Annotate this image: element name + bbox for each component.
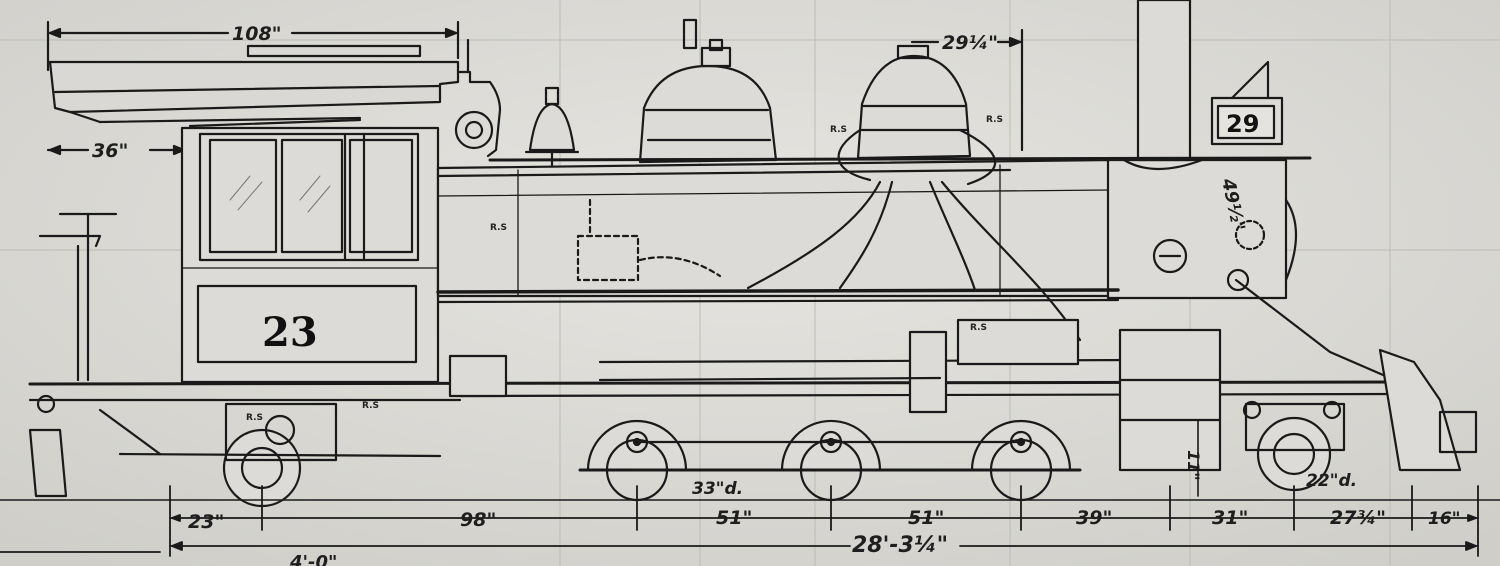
steam-dome: [638, 18, 778, 164]
label-rs-4: R.S: [830, 125, 847, 135]
label-rs-3: R.S: [362, 401, 379, 411]
dim-dome-spacing: 29¼": [942, 32, 998, 54]
dim-line-cab-roof: [46, 20, 460, 72]
air-pump: [576, 198, 722, 282]
number-plate: 29: [1226, 110, 1259, 138]
dim-spacing-1: 23": [188, 511, 224, 533]
boiler: [436, 158, 1112, 298]
dim-bottom-partial: 4'-0": [289, 552, 337, 566]
handrail: [436, 156, 1392, 380]
dim-spacing-4: 51": [908, 507, 944, 529]
label-rs-6: R.S: [970, 323, 987, 333]
frame: [28, 328, 1422, 472]
dim-spacing-6: 31": [1212, 507, 1248, 529]
sand-dome: [856, 44, 972, 160]
dim-rear-truck-wheel: 22"d.: [1306, 471, 1357, 491]
brake-wheel: [38, 212, 118, 382]
driver-wheel-3: [970, 419, 1072, 472]
pilot: [1378, 348, 1478, 472]
cab-body: [180, 126, 440, 384]
dim-driver-diameter: 33"d.: [692, 479, 743, 499]
bell: [524, 86, 580, 168]
dim-spacing-3: 51": [716, 507, 752, 529]
dim-line-domes: [910, 28, 1024, 152]
dim-spacing-7: 27¾": [1330, 507, 1386, 529]
cab-number: 23: [262, 309, 318, 356]
bottom-dimension-lines: [0, 485, 1479, 557]
dim-cab-roof-length: 108": [232, 23, 282, 45]
smokestack: [1122, 0, 1204, 171]
dim-overall-length: 28'-3¼": [852, 533, 948, 558]
driving-wheels: [578, 419, 1082, 502]
dim-height-note: 11": [1184, 450, 1203, 481]
dim-spacing-2: 98": [460, 509, 496, 531]
label-rs-1: R.S: [490, 223, 507, 233]
dim-spacing-5: 39": [1076, 507, 1112, 529]
smokebox: [1106, 158, 1298, 300]
cylinders: [448, 318, 1080, 414]
label-rs-5: R.S: [986, 115, 1003, 125]
label-rs-2: R.S: [246, 413, 263, 423]
number-plate-frame: [1210, 60, 1284, 146]
rear-truck: [98, 402, 442, 508]
cab-roof: [48, 44, 460, 128]
lead-truck: [1242, 400, 1346, 492]
rear-coupler: [28, 394, 68, 498]
dim-spacing-8: 16": [1428, 509, 1461, 529]
headlight-generator: [454, 38, 502, 158]
dim-cab-overhang: 36": [92, 140, 128, 162]
